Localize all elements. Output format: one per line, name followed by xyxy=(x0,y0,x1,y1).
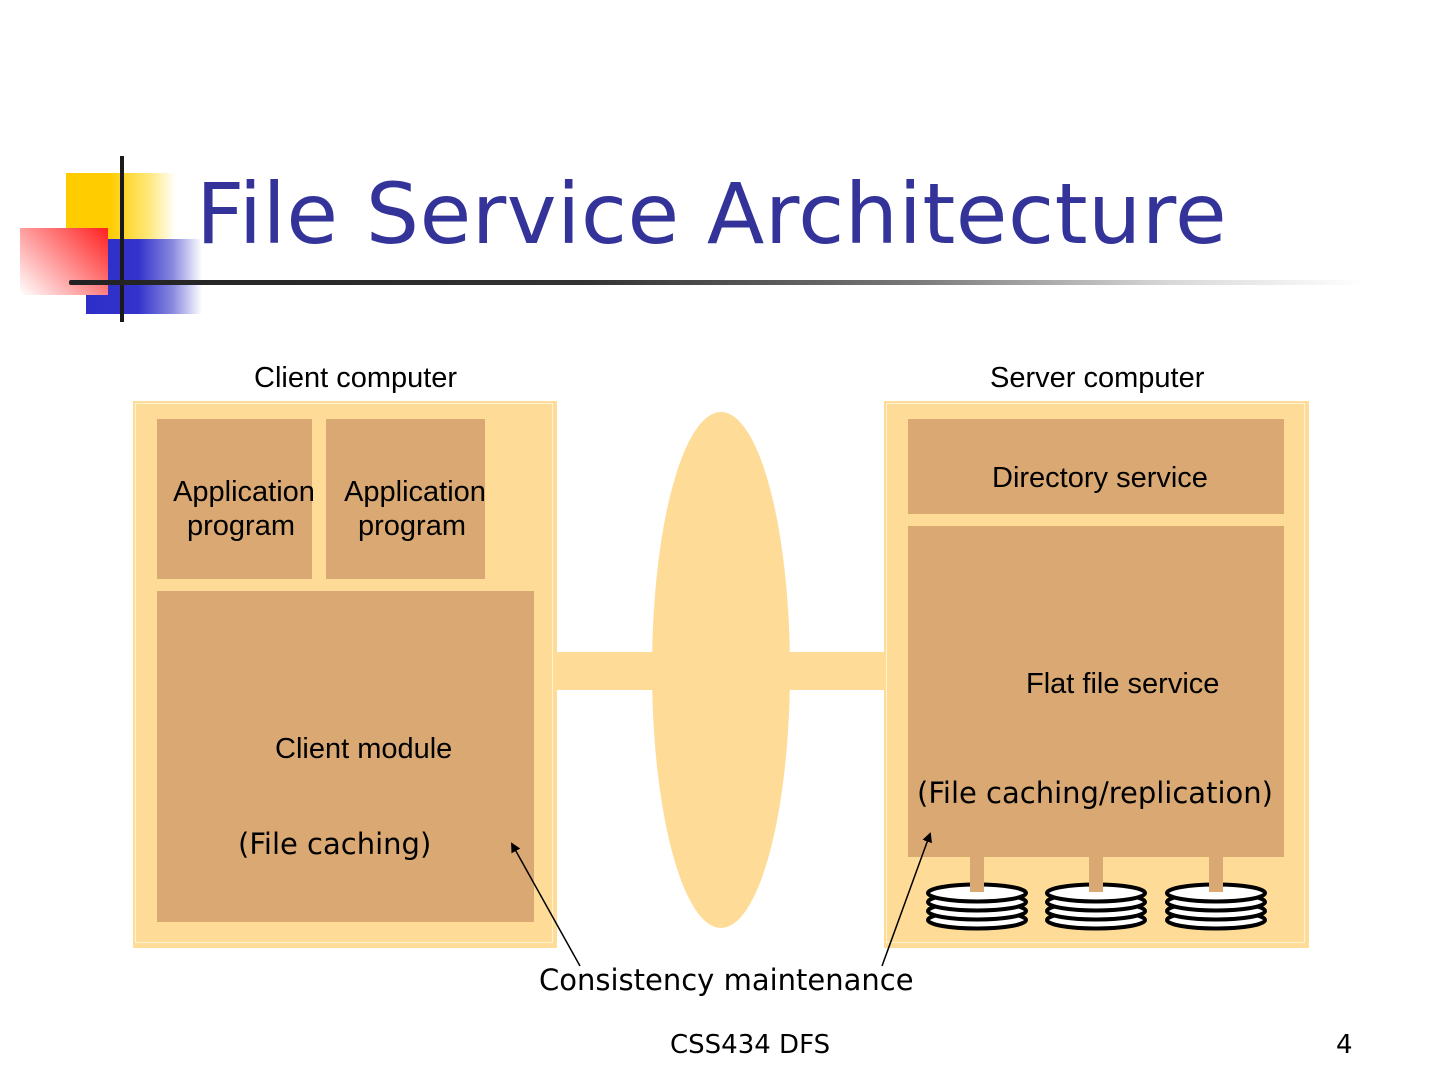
server-file-caching-replication-label: (File caching/replication) xyxy=(917,776,1273,810)
application-program-label-1: Application program xyxy=(154,475,334,543)
app2-line2: program xyxy=(358,510,466,542)
slide-title: File Service Architecture xyxy=(196,165,1228,263)
consistency-arrow-server xyxy=(881,832,932,967)
consistency-maintenance-label: Consistency maintenance xyxy=(539,963,914,997)
disk-stack-icon xyxy=(926,856,1028,931)
disk-stack-icon xyxy=(1045,856,1147,931)
disk-connector xyxy=(1089,856,1103,892)
app2-line1: Application xyxy=(344,476,486,508)
application-program-label-2: Application program xyxy=(325,475,505,543)
logo-vertical-line xyxy=(120,156,124,322)
network-ellipse xyxy=(652,412,790,928)
consistency-arrow-client xyxy=(511,842,581,967)
disk-group xyxy=(926,856,1267,931)
client-module-label: Client module xyxy=(275,733,453,765)
disk-connector xyxy=(970,856,984,892)
flat-file-service-label: Flat file service xyxy=(1026,668,1220,700)
footer-text: CSS434 DFS xyxy=(670,1030,831,1060)
directory-service-label: Directory service xyxy=(992,462,1208,494)
directory-service-box xyxy=(908,419,1284,514)
page-number: 4 xyxy=(1336,1030,1353,1060)
title-underline xyxy=(69,280,1364,285)
application-program-box-2 xyxy=(326,419,485,579)
client-file-caching-label: (File caching) xyxy=(238,827,432,861)
app1-line1: Application xyxy=(173,476,315,508)
flat-file-service-box xyxy=(908,526,1284,857)
client-computer-heading: Client computer xyxy=(254,362,458,394)
server-computer-heading: Server computer xyxy=(990,362,1205,394)
app1-line2: program xyxy=(187,510,295,542)
disk-stack-icon xyxy=(1165,856,1267,931)
client-module-box xyxy=(157,591,534,922)
disk-connector xyxy=(1209,856,1223,892)
application-program-box-1 xyxy=(157,419,312,579)
